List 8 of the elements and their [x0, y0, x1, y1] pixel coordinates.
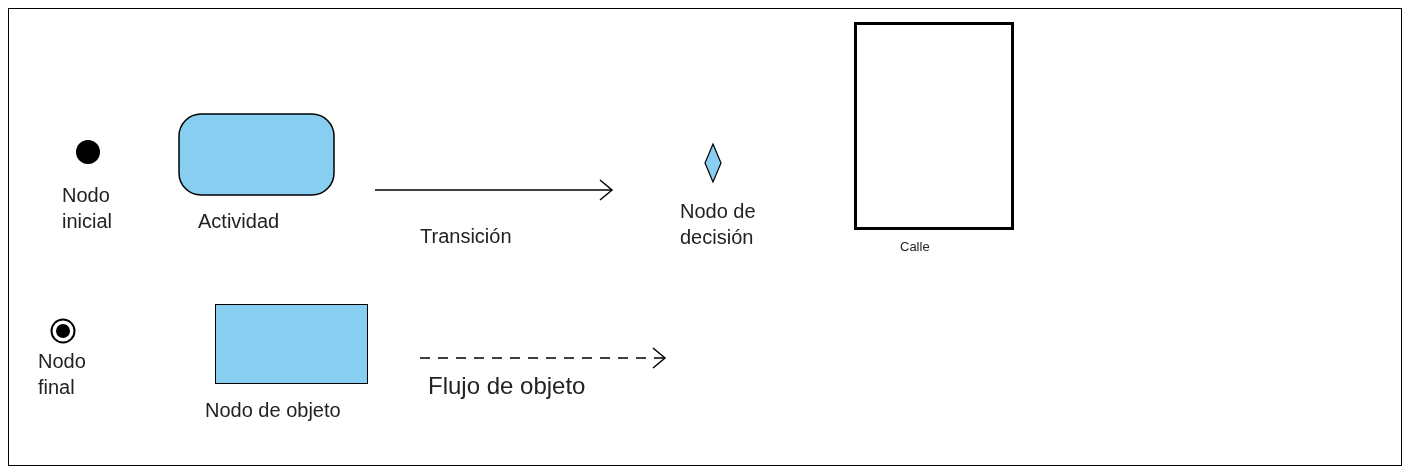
symbol-caption: Flujo de objeto — [428, 372, 586, 400]
node-label: Calle — [900, 238, 930, 256]
node-label: Nodo inicial — [62, 183, 114, 234]
node-label: Nodo de objeto — [205, 398, 341, 423]
node-label: Nodo final — [38, 349, 87, 400]
node-label: Nodo de decisión — [680, 199, 757, 250]
symbol-caption: Transición — [420, 225, 512, 248]
node-label: Actividad — [198, 209, 280, 234]
